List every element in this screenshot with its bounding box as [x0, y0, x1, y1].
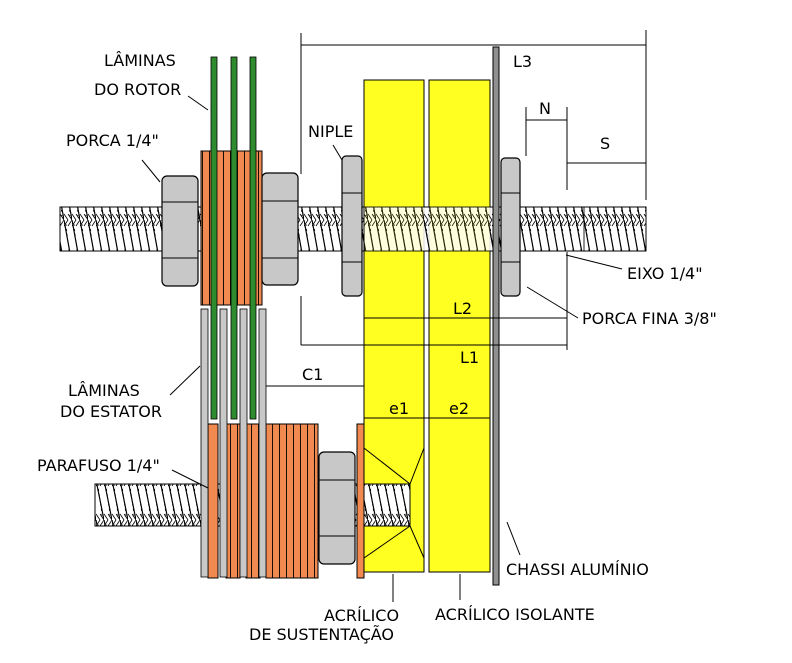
label-rotor-line2: DO ROTOR: [94, 80, 181, 99]
porca-fina-nut: [500, 157, 521, 297]
stator-spacer-stack: [207, 423, 319, 579]
stator-blades: [200, 308, 267, 578]
label-c1: C1: [302, 365, 323, 384]
label-eixo: EIXO 1/4": [627, 264, 703, 283]
label-l3: L3: [513, 52, 532, 71]
label-niple: NIPLE: [308, 122, 353, 141]
label-estator-line1: LÂMINAS: [68, 381, 140, 400]
label-acrilico-sust-line2: DE SUSTENTAÇÃO: [249, 625, 394, 644]
dimension-lines: [141, 30, 647, 602]
acrilico-isolante-plate: [428, 79, 491, 573]
eixo-shaft-through: [363, 206, 585, 252]
label-e1: e1: [389, 399, 409, 418]
label-chassi: CHASSI ALUMÍNIO: [506, 560, 649, 579]
porca-left-nut: [161, 175, 199, 287]
label-e2: e2: [449, 399, 469, 418]
label-porca: PORCA 1/4": [66, 131, 159, 150]
parafuso-countersink: [363, 447, 425, 559]
label-acrilico-isolante: ACRÍLICO ISOLANTE: [435, 605, 595, 624]
label-n: N: [539, 99, 551, 118]
label-acrilico-sust-line1: ACRÍLICO: [324, 606, 399, 625]
label-porca-fina: PORCA FINA 3/8": [582, 309, 717, 328]
porca-right-nut: [261, 172, 299, 286]
label-l1: L1: [460, 348, 479, 367]
label-l2: L2: [453, 299, 472, 318]
label-rotor-line1: LÂMINAS: [104, 51, 176, 70]
label-parafuso: PARAFUSO 1/4": [37, 456, 160, 475]
label-s: S: [600, 134, 610, 153]
niple-nut: [341, 155, 363, 297]
rotor-blades: [210, 56, 257, 420]
chassi-aluminio: [492, 46, 500, 586]
stator-washer: [356, 423, 365, 579]
label-estator-line2: DO ESTATOR: [60, 402, 162, 421]
parafuso-nut: [318, 451, 356, 565]
